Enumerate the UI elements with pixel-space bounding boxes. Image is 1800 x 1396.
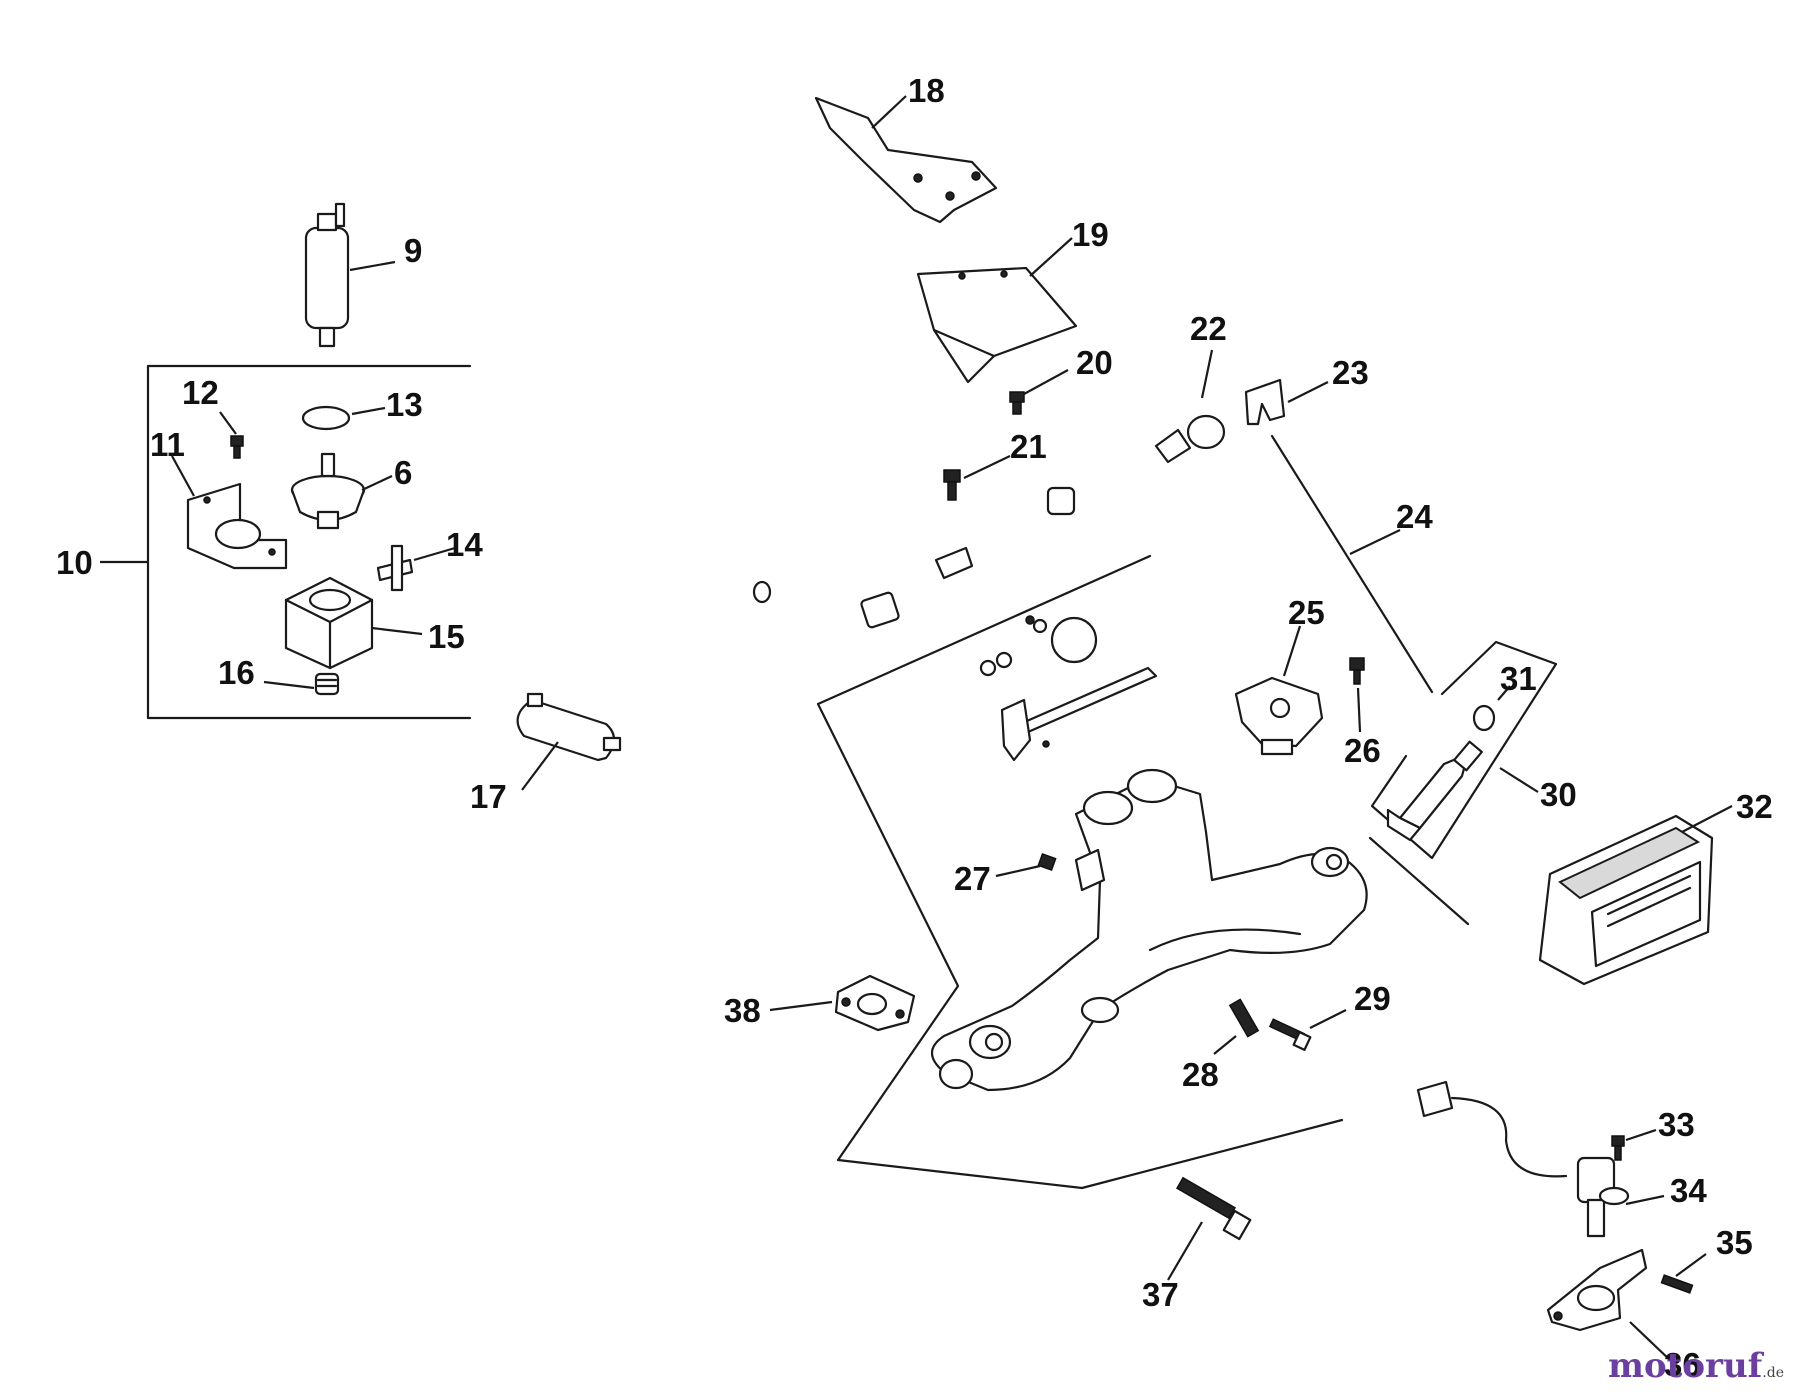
fuel-rail-part — [752, 396, 1226, 629]
callout-26: 26 — [1344, 732, 1381, 769]
callout-13: 13 — [386, 386, 423, 423]
screw-part-35 — [1660, 1274, 1694, 1294]
callout-31: 31 — [1500, 660, 1537, 697]
fuel-pump-part — [304, 202, 350, 348]
callout-30: 30 — [1540, 776, 1577, 813]
throttle-shaft-parts — [979, 615, 1158, 762]
inline-fuel-filter-part — [516, 692, 622, 762]
callout-19: 19 — [1072, 216, 1109, 253]
callout-6: 6 — [394, 454, 412, 491]
callout-35: 35 — [1716, 1224, 1753, 1261]
stud-bolt-part — [1175, 1176, 1252, 1241]
fitting-part-16 — [314, 672, 340, 696]
pin-part-28 — [1228, 998, 1260, 1038]
injector-group-30-outline — [1370, 640, 1558, 860]
callout-37: 37 — [1142, 1276, 1179, 1313]
injector-o-ring-part — [1472, 704, 1496, 732]
ecu-module-part — [1538, 814, 1714, 986]
callout-21: 21 — [1010, 428, 1047, 465]
sensor-bracket-part — [1546, 1248, 1648, 1332]
callout-11: 11 — [150, 426, 185, 463]
screw-part-21 — [943, 469, 961, 501]
callout-16: 16 — [218, 654, 255, 691]
callout-15: 15 — [428, 618, 465, 655]
filter-block-part — [284, 576, 374, 670]
crank-sensor-part — [1416, 1080, 1630, 1238]
callout-12: 12 — [182, 374, 219, 411]
callout-27: 27 — [954, 860, 991, 897]
callout-18: 18 — [908, 72, 945, 109]
screw-part-12 — [230, 435, 244, 459]
heat-shield-part — [916, 266, 1078, 384]
screw-part-20 — [1009, 391, 1025, 415]
screw-part-26 — [1349, 657, 1365, 685]
callout-17: 17 — [470, 778, 507, 815]
bracket-part-11 — [186, 482, 288, 570]
assembly-24-outline — [816, 434, 1470, 1190]
callout-9: 9 — [404, 232, 422, 269]
bolt-part-29 — [1268, 1018, 1312, 1051]
callout-22: 22 — [1190, 310, 1227, 347]
setscrew-part-27 — [1037, 853, 1057, 871]
throttle-position-sensor-part — [1234, 676, 1324, 756]
pressure-regulator-part — [290, 452, 366, 530]
callout-20: 20 — [1076, 344, 1113, 381]
o-ring-part — [301, 405, 351, 431]
clip-part — [1244, 378, 1286, 426]
callout-34: 34 — [1670, 1172, 1707, 1209]
callout-38: 38 — [724, 992, 761, 1029]
callout-33: 33 — [1658, 1106, 1695, 1143]
callout-14: 14 — [446, 526, 483, 563]
watermark-logo: motoruf.de — [1608, 1346, 1784, 1386]
callout-29: 29 — [1354, 980, 1391, 1017]
callout-28: 28 — [1182, 1056, 1219, 1093]
bracket-plate-part-18 — [814, 96, 998, 224]
intake-manifold-part — [930, 768, 1368, 1092]
tee-fitting-part — [376, 544, 414, 592]
callout-23: 23 — [1332, 354, 1369, 391]
kit-10-bracket — [146, 364, 472, 720]
callout-24: 24 — [1396, 498, 1433, 535]
callout-32: 32 — [1736, 788, 1773, 825]
fuel-injector-part — [1386, 740, 1483, 842]
callout-25: 25 — [1288, 594, 1325, 631]
screw-part-33 — [1611, 1135, 1625, 1161]
callout-10: 10 — [56, 544, 93, 581]
callout-36: 36 — [1664, 1346, 1701, 1383]
gasket-part — [834, 974, 916, 1032]
